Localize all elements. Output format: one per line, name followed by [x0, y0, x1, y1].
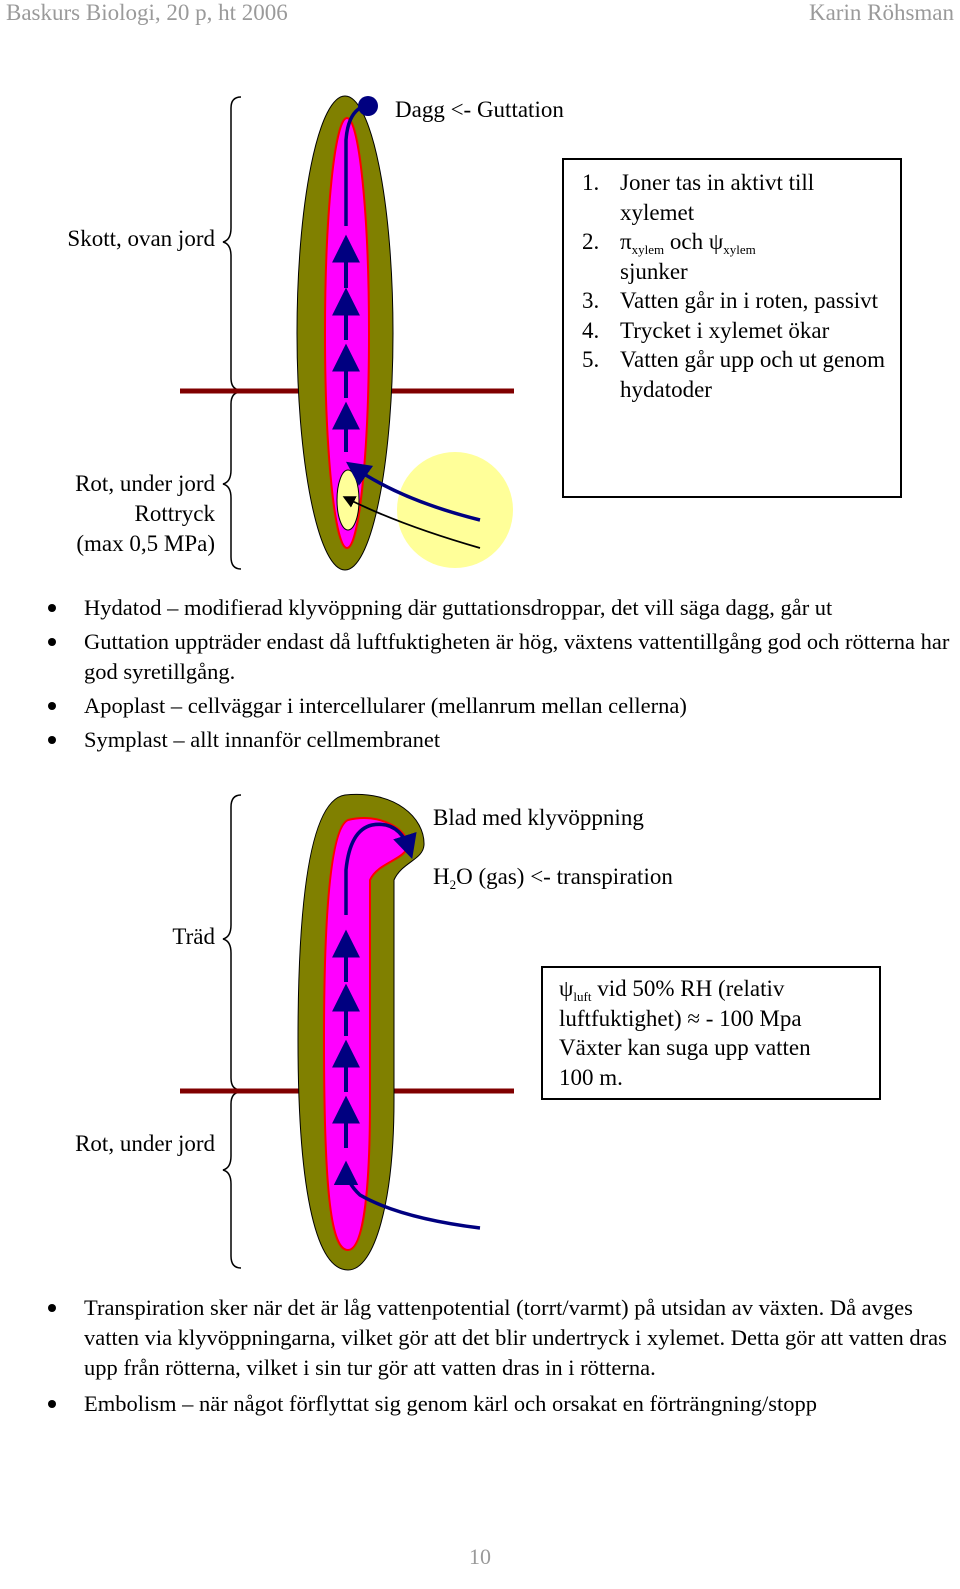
fig1-root-label: Rot, under jord Rottryck (max 0,5 MPa) — [20, 469, 215, 559]
fig2-brace-tree — [222, 794, 242, 1091]
fig2-leaf-label: Blad med klyvöppning — [433, 805, 644, 830]
subscript: xylem — [631, 242, 665, 257]
bullet-text: Embolism – när något förflyttat sig geno… — [84, 1391, 817, 1416]
fig2-info-box: ψluft vid 50% RH (relativ luftfuktighet)… — [541, 966, 881, 1100]
fig1-brace-shoot — [222, 96, 242, 391]
page-number: 10 — [469, 1544, 491, 1569]
step-item: 2. πxylem och ψxylem sjunker — [582, 227, 890, 286]
fig1-root-cell — [336, 469, 360, 531]
info-line2: luftfuktighet) ≈ - 100 Mpa — [559, 1005, 802, 1031]
bullet-item: Guttation uppträder endast då luftfuktig… — [42, 627, 960, 687]
bullet-list-2: Transpiration sker när det är låg vatten… — [42, 1293, 960, 1419]
bullet-dot — [48, 702, 56, 710]
fig1-dew-drop — [358, 96, 378, 116]
bullet-dot — [48, 1400, 56, 1408]
bullet-list-1: Hydatod – modifierad klyvöppning där gut… — [42, 593, 960, 755]
fig1-root-line1: Rot, under jord — [75, 471, 215, 496]
bullet-dot — [48, 1304, 56, 1312]
step-text: sjunker — [620, 258, 688, 284]
psi-symbol: ψ — [708, 229, 724, 254]
psi-symbol: ψ — [559, 976, 574, 1001]
bullet-item: Hydatod – modifierad klyvöppning där gut… — [42, 593, 960, 623]
step-item: 5. Vatten går upp och ut genom hydatoder — [582, 345, 890, 404]
bullet-item: Transpiration sker när det är låg vatten… — [42, 1293, 960, 1383]
fig1-steps-box: 1. Joner tas in aktivt till xylemet 2. π… — [562, 158, 902, 498]
step-och: och — [669, 229, 704, 254]
step-number: 5. — [582, 347, 600, 372]
info-line1-text: vid 50% RH (relativ — [591, 976, 785, 1001]
fig1-passive-inflow — [342, 496, 481, 549]
info-line4: 100 m. — [559, 1064, 623, 1090]
step-number: 4. — [582, 317, 600, 343]
step-text: Joner tas in aktivt till xylemet — [620, 170, 815, 225]
h2o-subscript: 2 — [449, 877, 457, 892]
fig1-root-line3: (max 0,5 MPa) — [76, 531, 215, 556]
bullet-item: Apoplast – cellväggar i intercellularer … — [42, 691, 960, 721]
fig2-transpiration-flow — [344, 822, 417, 915]
fig2-h2o-label: H2O (gas) <- transpiration — [433, 862, 673, 892]
info-line3: Växter kan suga upp vatten — [559, 1035, 811, 1060]
fig2-tree-label: Träd — [172, 924, 215, 949]
fig1-soil-circle — [397, 452, 513, 568]
header-course: Baskurs Biologi, 20 p, ht 2006 — [6, 0, 288, 25]
bullet-text: Guttation uppträder endast då luftfuktig… — [84, 629, 950, 684]
step-item: 1. Joner tas in aktivt till xylemet — [582, 168, 890, 227]
fig2-root-label: Rot, under jord — [75, 1131, 215, 1156]
subscript: xylem — [723, 242, 756, 257]
bullet-text: Hydatod – modifierad klyvöppning där gut… — [84, 595, 833, 620]
step-text: Vatten går in i roten, passivt — [620, 288, 879, 313]
pi-symbol: π — [620, 229, 632, 254]
bullet-text: Transpiration sker när det är låg vatten… — [84, 1295, 947, 1380]
bullet-item: Embolism – när något förflyttat sig geno… — [42, 1389, 960, 1419]
step-number: 2. — [582, 229, 600, 254]
h2o-h: H — [433, 864, 450, 889]
fig2-brace-root — [222, 1091, 242, 1269]
bullet-text: Apoplast – cellväggar i intercellularer … — [84, 693, 687, 718]
fig2-xylem-magenta — [322, 817, 410, 1252]
step-item: 4. Trycket i xylemet ökar — [582, 316, 890, 346]
bullet-dot — [48, 736, 56, 744]
subscript: luft — [573, 989, 592, 1004]
fig1-root-inflow — [346, 461, 481, 522]
fig2-root-inflow — [333, 1160, 481, 1230]
info-line1: ψluft vid 50% RH (relativ — [559, 974, 869, 1004]
bullet-item: Symplast – allt innanför cellmembranet — [42, 725, 960, 755]
header-author: Karin Röhsman — [808, 0, 954, 25]
bullet-dot — [48, 604, 56, 612]
step-item: 3. Vatten går in i roten, passivt — [582, 286, 890, 316]
step-number: 1. — [582, 170, 600, 195]
step-number: 3. — [582, 288, 600, 313]
fig1-root-line2: Rottryck — [134, 501, 216, 526]
fig1-brace-root — [222, 391, 242, 570]
h2o-rest: O (gas) <- transpiration — [456, 864, 673, 889]
step-text: Vatten går upp och ut genom hydatoder — [620, 347, 886, 402]
fig1-dew-label: Dagg <- Guttation — [395, 97, 564, 122]
bullet-text: Symplast – allt innanför cellmembranet — [84, 727, 441, 752]
bullet-dot — [48, 638, 56, 646]
fig1-shoot-label: Skott, ovan jord — [67, 226, 215, 251]
step-text: Trycket i xylemet ökar — [620, 317, 830, 343]
